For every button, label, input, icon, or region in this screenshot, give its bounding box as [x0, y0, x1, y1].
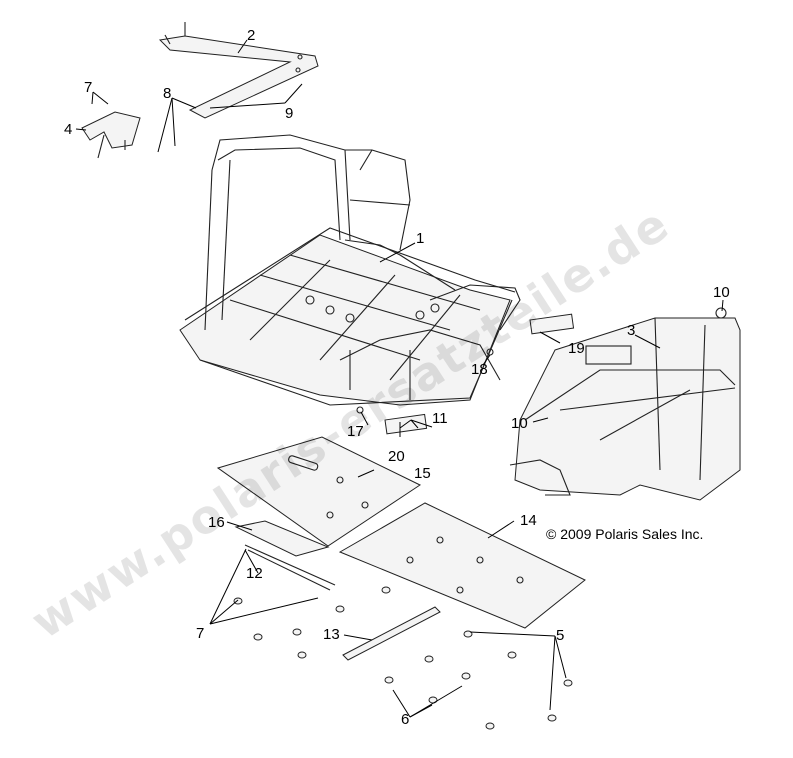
callout-14: 14	[520, 512, 537, 529]
callout-16: 16	[208, 514, 225, 531]
copyright-text: © 2009 Polaris Sales Inc.	[546, 526, 703, 542]
callout-5: 5	[556, 627, 564, 644]
bracket	[81, 111, 141, 159]
callout-18: 18	[471, 361, 488, 378]
main-frame	[179, 134, 521, 406]
callouts: 1 2 3 4 5 6 7 7 8 9 10 10 11 12 13 14 15…	[64, 27, 730, 728]
callout-20: 20	[388, 448, 405, 465]
callout-11: 11	[432, 410, 448, 427]
callout-7-top: 7	[84, 79, 92, 96]
callout-1: 1	[416, 230, 424, 247]
callout-9: 9	[285, 105, 293, 122]
callout-19: 19	[568, 340, 585, 357]
callout-8: 8	[163, 85, 171, 102]
callout-7-bottom: 7	[196, 625, 204, 642]
skid-strip	[342, 606, 441, 661]
callout-10-top: 10	[713, 284, 730, 301]
callout-13: 13	[323, 626, 340, 643]
callout-6: 6	[401, 711, 409, 728]
rear-subframe	[509, 307, 741, 501]
callout-10-left: 10	[511, 415, 528, 432]
callout-4: 4	[64, 121, 72, 138]
callout-15: 15	[414, 465, 431, 482]
callout-3: 3	[627, 322, 635, 339]
callout-12: 12	[246, 565, 263, 582]
callout-2: 2	[247, 27, 255, 44]
floor-panel-rear	[338, 502, 586, 629]
callout-17: 17	[347, 423, 364, 440]
floor-panel-front	[216, 436, 422, 547]
upper-brace	[158, 22, 319, 119]
side-panel	[234, 520, 336, 591]
fasteners	[233, 586, 573, 730]
leader-lines	[75, 39, 724, 718]
